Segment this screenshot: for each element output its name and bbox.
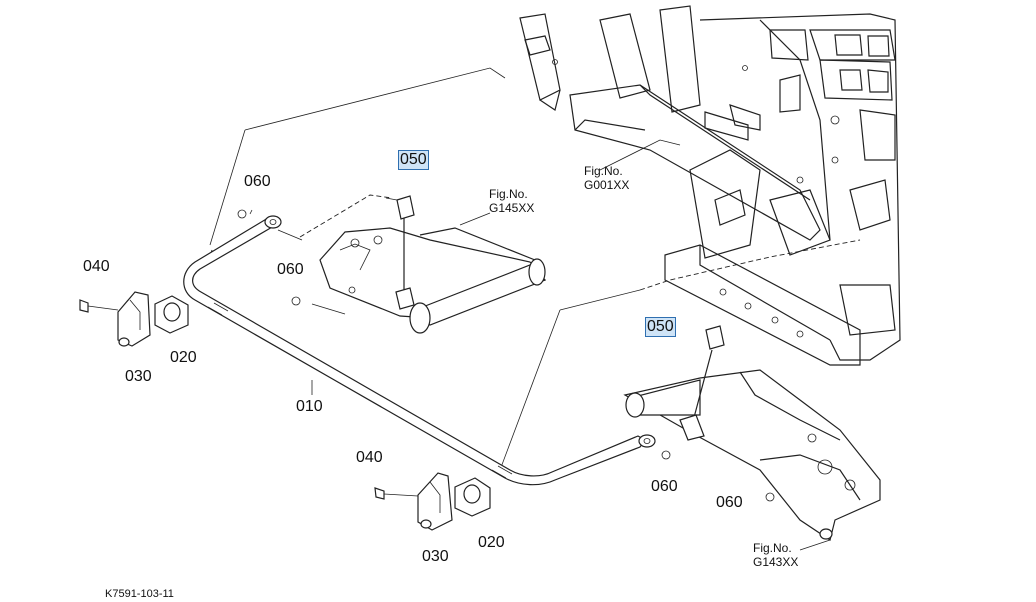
frame-assembly (519, 5, 901, 366)
callout-030-top: 030 (125, 368, 152, 385)
figref-g001: Fig.No. G001XX (584, 164, 629, 192)
callout-020-bottom: 020 (478, 534, 505, 551)
figref-g145: Fig.No. G145XX (489, 187, 534, 215)
figref-g143: Fig.No. G143XX (753, 541, 798, 569)
callout-060-bottom-right: 060 (716, 494, 743, 511)
callout-060-bottom-mid: 060 (651, 478, 678, 495)
figref-g143-label: Fig.No. (753, 541, 792, 555)
figref-g001-code: G001XX (584, 178, 630, 192)
bushing-bracket-bottom (374, 450, 775, 531)
callout-060-top-left: 060 (244, 173, 271, 190)
stabilizer-bar (183, 215, 656, 486)
bushing-bracket-top (79, 209, 301, 347)
callout-040-bottom: 040 (356, 449, 383, 466)
callout-030-bottom: 030 (422, 548, 449, 565)
callout-050-bottom[interactable]: 050 (645, 317, 676, 337)
callout-010: 010 (296, 398, 323, 415)
lower-arm-assembly (623, 325, 881, 541)
figref-g145-label: Fig.No. (489, 187, 528, 201)
leader-lines (207, 67, 861, 551)
callout-040-top: 040 (83, 258, 110, 275)
figref-g145-code: G145XX (489, 201, 535, 215)
figref-g001-label: Fig.No. (584, 164, 623, 178)
drawing-code: K7591-103-11 (105, 588, 174, 600)
upper-arm-assembly (319, 195, 547, 334)
callout-060-top-mid: 060 (277, 261, 304, 278)
callout-020-top: 020 (170, 349, 197, 366)
callout-050-top[interactable]: 050 (398, 150, 429, 170)
figref-g143-code: G143XX (753, 555, 799, 569)
